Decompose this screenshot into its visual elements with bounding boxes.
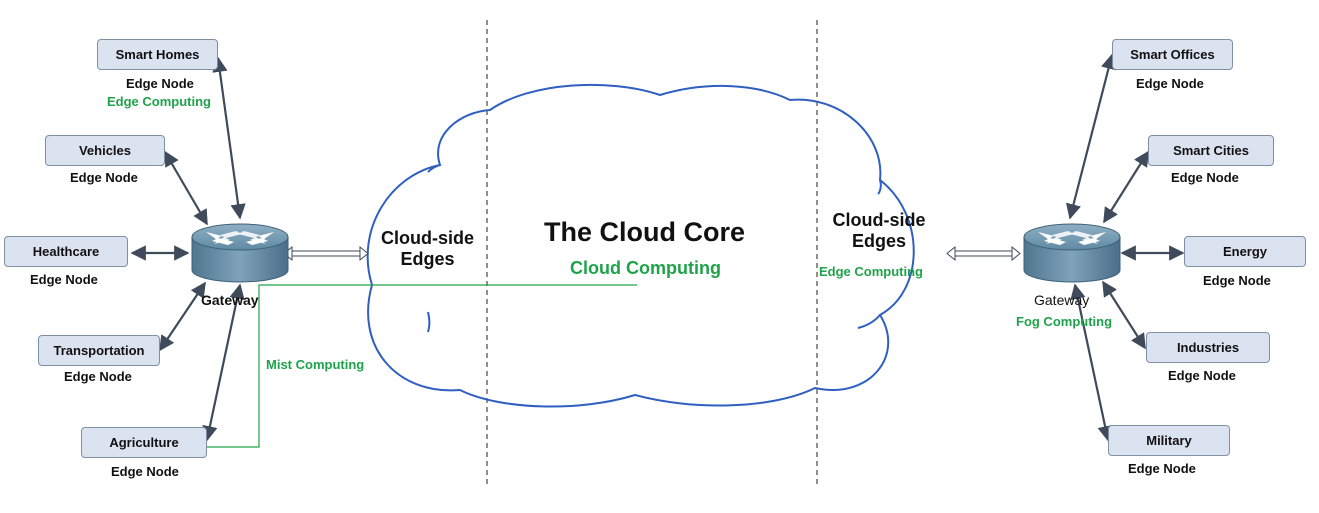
node-agriculture[interactable]: Agriculture: [81, 427, 207, 458]
node-smart-homes-extra: Edge Computing: [107, 94, 211, 109]
left-arrows: [130, 56, 246, 442]
node-energy[interactable]: Energy: [1184, 236, 1306, 267]
mist-computing-label: Mist Computing: [266, 357, 365, 372]
cloud-core-subtitle: Cloud Computing: [570, 258, 721, 278]
node-transportation-type: Edge Node: [64, 369, 132, 384]
node-industries[interactable]: Industries: [1146, 332, 1270, 363]
node-vehicles[interactable]: Vehicles: [45, 135, 165, 166]
gateway-right-label: Gateway: [1034, 292, 1090, 308]
cloud-side-right-subtitle: Edge Computing: [819, 264, 923, 279]
node-smart-cities-type: Edge Node: [1171, 170, 1239, 185]
node-military[interactable]: Military: [1108, 425, 1230, 456]
node-military-type: Edge Node: [1128, 461, 1196, 476]
node-healthcare[interactable]: Healthcare: [4, 236, 128, 267]
gateway-left-label: Gateway: [201, 292, 259, 308]
node-transportation[interactable]: Transportation: [38, 335, 160, 366]
node-smart-homes-type: Edge Node: [126, 76, 194, 91]
node-agriculture-type: Edge Node: [111, 464, 179, 479]
right-arrows: [1066, 53, 1185, 442]
cloud-side-left-line1: Cloud-side: [381, 228, 474, 248]
cloud-side-right-line1: Cloud-side: [832, 210, 926, 230]
cloud-side-right-label: Cloud-side Edges: [826, 210, 932, 252]
cloud-shape: [366, 83, 915, 408]
cloud-side-left-line2: Edges: [400, 249, 455, 269]
node-smart-homes[interactable]: Smart Homes: [97, 39, 218, 70]
gateway-right-subtitle: Fog Computing: [1016, 314, 1113, 329]
node-healthcare-type: Edge Node: [30, 272, 98, 287]
cloud-side-left-label: Cloud-side Edges: [375, 228, 480, 270]
cloud-side-right-line2: Edges: [851, 231, 907, 251]
node-smart-cities[interactable]: Smart Cities: [1148, 135, 1274, 166]
cloud-core-title: The Cloud Core: [544, 217, 745, 247]
gateway-router-icon: [191, 223, 289, 283]
node-vehicles-type: Edge Node: [70, 170, 138, 185]
node-smart-offices-type: Edge Node: [1136, 76, 1204, 91]
node-smart-offices[interactable]: Smart Offices: [1112, 39, 1233, 70]
node-energy-type: Edge Node: [1203, 273, 1271, 288]
mist-computing-line: [207, 284, 637, 448]
double-arrow-right: [946, 245, 1021, 262]
node-industries-type: Edge Node: [1168, 368, 1236, 383]
double-arrow-left: [283, 245, 369, 262]
gateway-router-icon-right: [1023, 223, 1121, 283]
